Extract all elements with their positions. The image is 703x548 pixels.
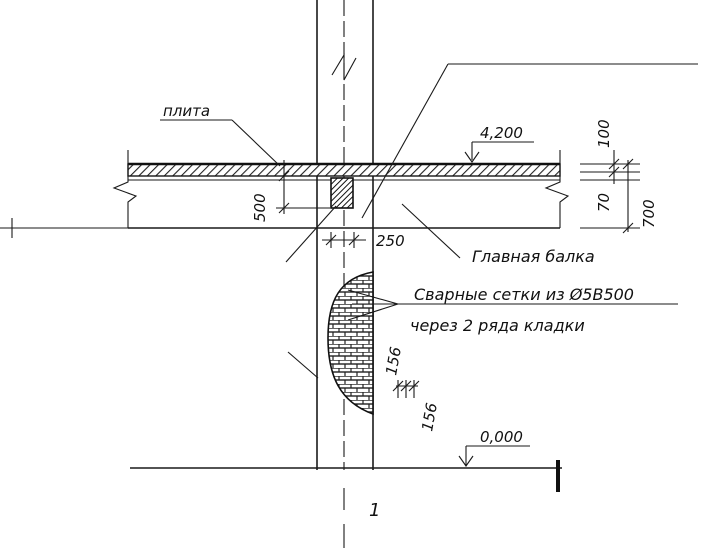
break-mark-right <box>544 150 570 228</box>
ground-line <box>130 460 562 492</box>
break-mark-left <box>112 150 138 228</box>
dim-100: 100 <box>595 119 613 148</box>
level-mark-top: 4,200 <box>464 124 534 163</box>
section-mark-label: 1 <box>369 500 380 521</box>
dimension-250: 250 <box>322 232 405 250</box>
dimension-chain-right: 100 70 700 <box>580 119 658 234</box>
top-callout-leader <box>285 63 698 263</box>
dim-156-upper: 156 <box>382 345 405 376</box>
level-bottom-label: 0,000 <box>480 428 523 446</box>
dim-500: 500 <box>251 193 269 222</box>
mesh-label-line1: Сварные сетки из Ø5В500 <box>414 285 634 304</box>
brick-masonry-zone <box>327 271 374 416</box>
break-mark-column <box>331 53 357 81</box>
dim-250: 250 <box>376 232 405 250</box>
main-beam-label: Главная балка <box>472 247 595 266</box>
slab <box>112 150 570 229</box>
level-mark-bottom: 0,000 <box>458 428 530 467</box>
mesh-label-line2: через 2 ряда кладки <box>410 316 585 335</box>
axis-left <box>0 218 128 238</box>
column-pointer <box>287 351 319 379</box>
dimension-500: 500 <box>251 160 330 222</box>
level-top-label: 4,200 <box>480 124 523 142</box>
dim-156-lower: 156 <box>418 401 441 432</box>
dim-70: 70 <box>595 193 613 212</box>
main-beam-leader: Главная балка <box>401 203 595 266</box>
dim-700: 700 <box>640 199 658 228</box>
mesh-leader: Сварные сетки из Ø5В500 через 2 ряда кла… <box>347 285 678 335</box>
beam-section <box>330 177 354 209</box>
slab-leader: плита <box>160 102 281 167</box>
slab-label: плита <box>163 102 210 120</box>
section-cut: 1 <box>343 488 380 548</box>
dimension-156: 156 156 <box>382 345 441 432</box>
